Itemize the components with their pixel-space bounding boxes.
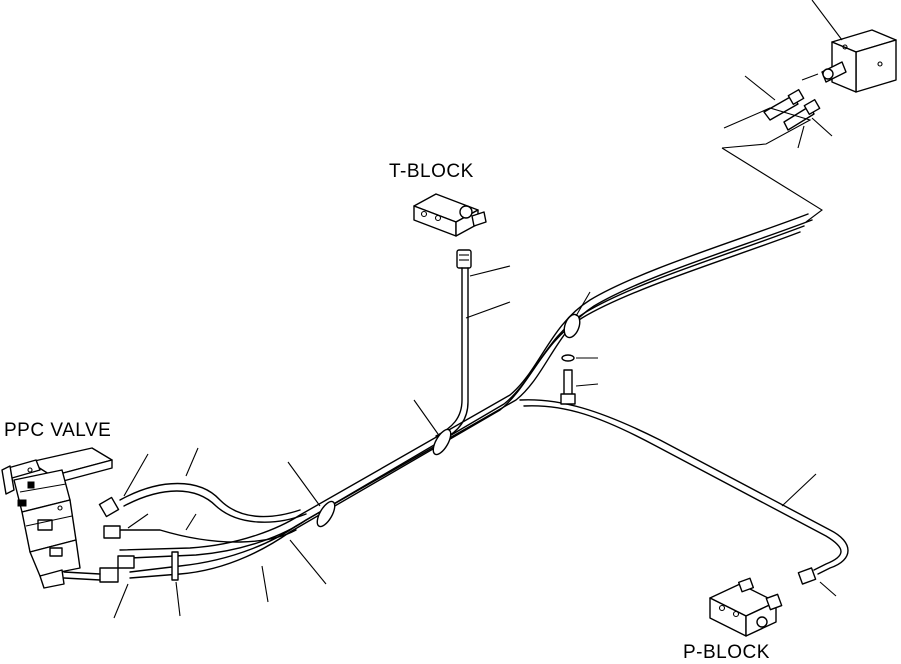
p-block-label: P-BLOCK xyxy=(683,642,770,663)
leader-line xyxy=(185,447,199,477)
leader-line xyxy=(721,147,823,223)
leader-line xyxy=(123,453,149,497)
bolt xyxy=(560,369,599,405)
fitting-group-top-right xyxy=(721,75,833,149)
t-block-label: T-BLOCK xyxy=(389,161,474,182)
t-block-hose xyxy=(435,249,511,441)
leader-line xyxy=(811,0,843,41)
leader-line xyxy=(185,513,197,531)
pipe-bundle xyxy=(115,213,813,579)
clamp-upper xyxy=(563,291,591,339)
ppc-fittings xyxy=(63,496,135,583)
p-block xyxy=(709,577,783,637)
clamp-middle xyxy=(413,399,452,456)
ppc-valve-label: PPC VALVE xyxy=(4,420,112,441)
ppc-valve xyxy=(1,447,113,589)
leader-line xyxy=(801,73,819,81)
clamp-left xyxy=(171,551,181,617)
clamp-lower xyxy=(287,461,336,528)
top-right-block xyxy=(821,29,897,93)
p-block-hose xyxy=(519,399,849,597)
washer xyxy=(561,354,598,362)
leader-line xyxy=(127,513,149,529)
leader-line xyxy=(113,583,129,619)
t-block xyxy=(413,193,487,237)
leader-line xyxy=(289,539,327,585)
leader-line xyxy=(261,565,269,603)
